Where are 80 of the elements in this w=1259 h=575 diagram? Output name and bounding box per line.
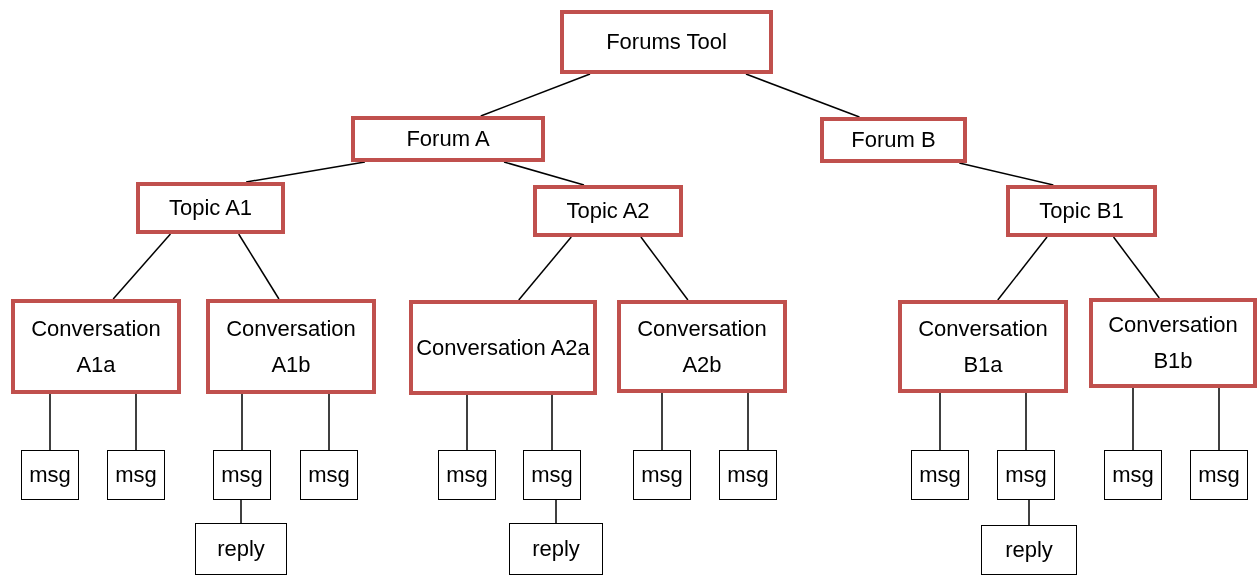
message-box — [213, 450, 271, 500]
node-label: msg — [1198, 461, 1240, 489]
message-box — [633, 450, 691, 500]
node-label: Conversation A2a — [416, 333, 590, 362]
connector-line — [49, 393, 51, 451]
node-label: Topic B1 — [1039, 197, 1124, 225]
node-label: Conversation A2b — [636, 314, 768, 379]
node-label: msg — [919, 461, 961, 489]
node-label: msg — [1112, 461, 1154, 489]
hierarchy-box — [11, 299, 181, 394]
node-label: msg — [446, 461, 488, 489]
connector-line — [551, 394, 553, 451]
connector-line — [958, 162, 1055, 186]
connector-line — [241, 393, 243, 451]
connector-line — [466, 394, 468, 451]
node-label: msg — [1005, 461, 1047, 489]
hierarchy-box — [898, 300, 1068, 393]
connector-line — [480, 73, 591, 117]
connector-line — [1025, 392, 1027, 451]
message-box — [195, 523, 287, 575]
node-label: msg — [727, 461, 769, 489]
message-box — [509, 523, 603, 575]
node-label: msg — [641, 461, 683, 489]
node-label: reply — [217, 535, 265, 563]
hierarchy-box — [136, 182, 285, 234]
node-label: reply — [1005, 536, 1053, 564]
node-label: Conversation B1a — [917, 314, 1049, 379]
connector-line — [328, 393, 330, 451]
message-box — [997, 450, 1055, 500]
message-box — [1104, 450, 1162, 500]
message-box — [719, 450, 777, 500]
connector-line — [661, 392, 663, 451]
message-box — [1190, 450, 1248, 500]
connector-line — [555, 499, 557, 524]
node-label: msg — [29, 461, 71, 489]
connector-line — [997, 236, 1048, 301]
connector-line — [503, 161, 585, 186]
node-label: Conversation A1b — [225, 314, 357, 379]
hierarchy-box — [351, 116, 545, 162]
node-label: msg — [221, 461, 263, 489]
hierarchy-box — [409, 300, 597, 395]
hierarchy-box — [820, 117, 967, 163]
connector-line — [1218, 387, 1220, 451]
message-box — [438, 450, 496, 500]
connector-line — [1028, 499, 1030, 526]
message-box — [981, 525, 1077, 575]
connector-line — [640, 236, 689, 301]
message-box — [21, 450, 79, 500]
message-box — [107, 450, 165, 500]
node-label: msg — [531, 461, 573, 489]
connector-line — [245, 161, 366, 183]
hierarchy-box — [533, 185, 683, 237]
connector-line — [112, 233, 172, 300]
hierarchy-box — [560, 10, 773, 74]
connector-line — [237, 233, 280, 300]
node-label: Conversation B1b — [1107, 311, 1239, 375]
node-label: Topic A2 — [566, 197, 650, 225]
node-label: Conversation A1a — [30, 314, 162, 379]
node-label: Forums Tool — [606, 28, 727, 56]
node-label: msg — [308, 461, 350, 489]
connector-line — [745, 73, 861, 118]
connector-line — [1132, 387, 1134, 451]
message-box — [911, 450, 969, 500]
hierarchy-box — [617, 300, 787, 393]
connector-line — [135, 393, 137, 451]
node-label: Forum B — [851, 126, 936, 154]
connector-line — [240, 499, 242, 524]
message-box — [300, 450, 358, 500]
node-label: Topic A1 — [168, 194, 253, 222]
hierarchy-box — [206, 299, 376, 394]
connector-line — [1112, 236, 1161, 299]
node-label: msg — [115, 461, 157, 489]
connector-line — [518, 236, 572, 301]
connector-line — [747, 392, 749, 451]
hierarchy-box — [1006, 185, 1157, 237]
node-label: reply — [532, 535, 580, 563]
node-label: Forum A — [406, 125, 490, 153]
message-box — [523, 450, 581, 500]
connector-line — [939, 392, 941, 451]
hierarchy-box — [1089, 298, 1257, 388]
